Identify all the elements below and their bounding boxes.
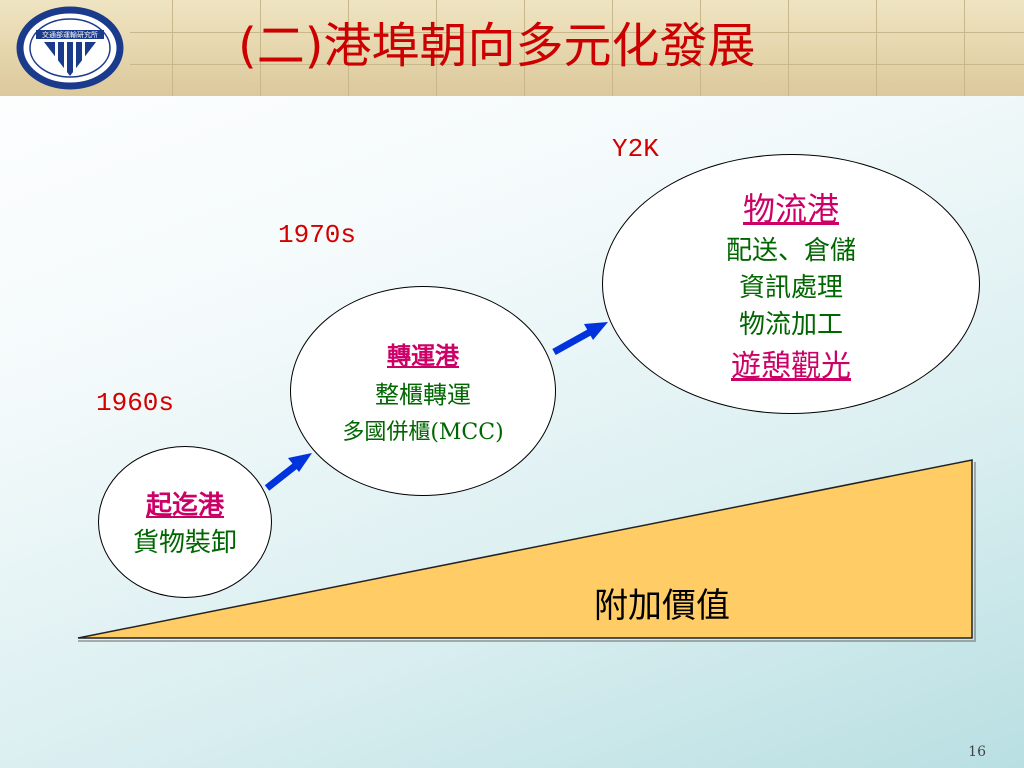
page-number: 16 bbox=[968, 744, 986, 760]
stage-name: 轉運港 bbox=[387, 341, 459, 370]
title-grid-line bbox=[964, 0, 965, 96]
title-grid-line bbox=[788, 0, 789, 96]
title-grid-line bbox=[260, 0, 261, 96]
stage-name: 物流港 bbox=[742, 189, 839, 228]
title-grid-line bbox=[700, 0, 701, 96]
title-grid-line bbox=[876, 0, 877, 96]
year-label-y2k: Y2K bbox=[612, 134, 659, 164]
title-grid-line bbox=[130, 32, 1024, 33]
stage-line: 配送、倉儲 bbox=[725, 235, 856, 266]
title-grid-line bbox=[524, 0, 525, 96]
institute-logo-icon: 交通部運輸研究所 bbox=[16, 6, 124, 90]
stage-line: 資訊處理 bbox=[738, 272, 843, 303]
title-grid-line bbox=[348, 0, 349, 96]
stage-line: 物流加工 bbox=[738, 309, 843, 340]
stage-line: 整櫃轉運 bbox=[375, 381, 471, 409]
title-grid-line bbox=[612, 0, 613, 96]
title-grid-line bbox=[436, 0, 437, 96]
page-title: (二)港埠朝向多元化發展 bbox=[238, 18, 756, 74]
stage-ellipse-origin-port: 起迄港 貨物裝卸 bbox=[98, 446, 272, 598]
value-wedge-label: 附加價值 bbox=[594, 586, 730, 626]
stage-line: 貨物裝卸 bbox=[132, 528, 237, 558]
arrow-icon bbox=[552, 322, 608, 356]
arrow-icon bbox=[264, 453, 312, 491]
stage-line: 多國併櫃(MCC) bbox=[342, 420, 504, 445]
title-grid-line bbox=[172, 0, 173, 96]
title-grid-line bbox=[130, 64, 1024, 65]
title-bar bbox=[0, 0, 1024, 96]
year-label-1960: 1960s bbox=[96, 388, 175, 418]
stage-ellipse-transshipment-port: 轉運港 整櫃轉運 多國併櫃(MCC) bbox=[290, 286, 556, 496]
logo-text: 交通部運輸研究所 bbox=[42, 30, 98, 39]
stage-name: 起迄港 bbox=[145, 491, 224, 521]
value-wedge bbox=[77, 459, 973, 639]
stage-ellipse-logistics-port: 物流港 配送、倉儲 資訊處理 物流加工 遊憩觀光 bbox=[602, 154, 980, 414]
year-label-1970: 1970s bbox=[278, 220, 357, 250]
stage-highlight: 遊憩觀光 bbox=[731, 348, 851, 384]
